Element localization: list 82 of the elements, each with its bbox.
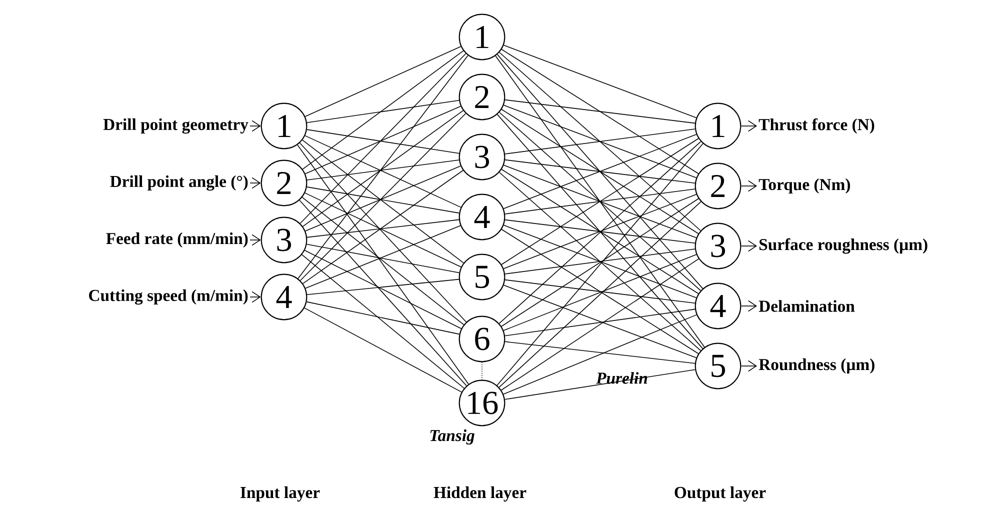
connection-line: [302, 140, 464, 264]
connection-line: [306, 301, 460, 335]
connection-line: [503, 254, 697, 331]
arrow: [740, 240, 757, 252]
connection-line: [304, 106, 462, 174]
connection-line: [503, 164, 697, 238]
connection-line: [302, 196, 464, 326]
connection-line: [300, 53, 466, 224]
connection-line: [306, 244, 460, 274]
connection-line: [304, 250, 462, 330]
output-label: Roundness (µm): [758, 358, 874, 374]
input-label: Feed rate (mm/min): [106, 232, 248, 248]
connection-line: [501, 228, 699, 354]
connection-line: [306, 219, 460, 238]
connection-line: [297, 144, 469, 385]
connection-line: [503, 284, 697, 358]
connection-line: [503, 134, 697, 210]
connection-line: [300, 113, 466, 281]
function-label: Tansig: [430, 429, 474, 445]
connection-line: [496, 114, 704, 349]
connection-line: [504, 128, 696, 154]
connection-line: [503, 194, 697, 270]
output-label: Torque (Nm): [758, 178, 850, 194]
input-label: Drill point angle (°): [110, 175, 248, 191]
connection-line: [503, 104, 697, 178]
connection-line: [306, 278, 460, 296]
connection-line: [504, 188, 696, 214]
connection-line: [298, 55, 468, 279]
input-label: Cutting speed (m/min): [89, 289, 248, 305]
connection-line: [306, 160, 460, 180]
output-label: Surface roughness (µm): [759, 238, 928, 254]
output-label: Delamination: [758, 300, 855, 312]
connection-line: [500, 258, 700, 391]
connection-line: [501, 198, 699, 327]
connection-line: [302, 110, 464, 227]
connection-line: [498, 141, 702, 324]
connection-line: [304, 192, 462, 268]
connection-line: [299, 142, 467, 322]
connection-line: [302, 170, 464, 284]
connection-line: [501, 138, 699, 265]
input-label: Drill point geometry: [103, 118, 248, 134]
connection-line: [306, 100, 460, 124]
connection-line: [504, 341, 696, 364]
function-label: Purelin: [596, 372, 648, 384]
connection-line: [504, 99, 696, 124]
connection-line: [504, 219, 696, 244]
connection-line: [498, 172, 702, 351]
connection-line: [503, 44, 697, 118]
connection-line: [504, 369, 696, 400]
connection-line: [498, 201, 702, 388]
layer-label: Hidden layer: [434, 486, 526, 502]
connection-line: [504, 159, 696, 184]
connection-line: [304, 308, 462, 392]
layer-label: Input layer: [240, 486, 320, 502]
connection-line: [504, 248, 696, 274]
connection-line: [504, 308, 696, 336]
connection-line: [498, 112, 702, 291]
layer-label: Output layer: [674, 486, 766, 502]
arrow: [740, 180, 757, 192]
connection-line: [501, 108, 699, 234]
connection-line: [503, 224, 697, 298]
arrow: [740, 360, 757, 372]
connection-line: [498, 52, 702, 232]
output-label: Thrust force (N): [758, 118, 874, 134]
connection-line: [496, 143, 704, 386]
connection-line: [299, 200, 467, 386]
connection-line: [304, 46, 462, 117]
connection-line: [496, 54, 704, 289]
connection-line: [305, 225, 461, 289]
connection-line: [501, 48, 699, 174]
connection-line: [306, 129, 460, 154]
connection-line: [304, 135, 462, 208]
connection-line: [302, 50, 464, 170]
arrow: [740, 300, 757, 312]
connection-line: [503, 314, 697, 395]
connection-line: [302, 254, 464, 389]
connection-line: [306, 186, 460, 214]
connection-line: [495, 55, 705, 348]
arrow: [740, 120, 757, 132]
connection-line: [504, 279, 696, 304]
connection-line: [501, 168, 699, 294]
connection-line: [305, 166, 462, 232]
